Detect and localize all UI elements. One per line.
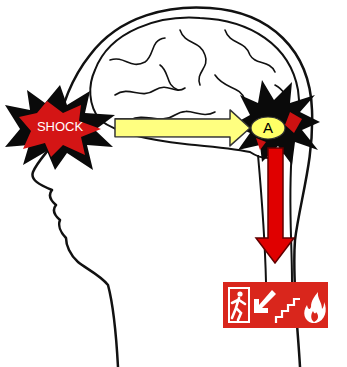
exit-stairs (276, 299, 300, 323)
brain-stem (290, 150, 292, 282)
exit-fire (304, 292, 325, 323)
impact-red-patch (256, 138, 266, 150)
shock-burst: SHOCK (5, 85, 115, 170)
exit-door (229, 288, 249, 322)
amygdala-ellipse: A (250, 116, 286, 140)
response-arrow (256, 148, 294, 263)
brain-fold (215, 75, 265, 107)
exit-sign-plate (223, 282, 328, 328)
signal-arrow (115, 110, 250, 146)
brain-stem (258, 155, 266, 282)
exit-man-head (237, 291, 242, 296)
impact-red-patch (285, 112, 302, 133)
burst-spikes (5, 85, 115, 170)
burst-core (19, 101, 101, 157)
exit-sign (223, 282, 328, 328)
exit-fire-core (311, 311, 318, 322)
node-label: A (263, 120, 273, 137)
exit-man-body (232, 298, 245, 320)
exit-arrow (254, 290, 276, 313)
brain-outline (90, 18, 299, 158)
brain-fold (180, 30, 206, 85)
brain-fold (160, 65, 178, 90)
node-label: SHOCK (37, 120, 83, 134)
brain-fold (110, 38, 165, 64)
ellipse-shape (251, 117, 285, 139)
brain-fold (225, 30, 275, 72)
